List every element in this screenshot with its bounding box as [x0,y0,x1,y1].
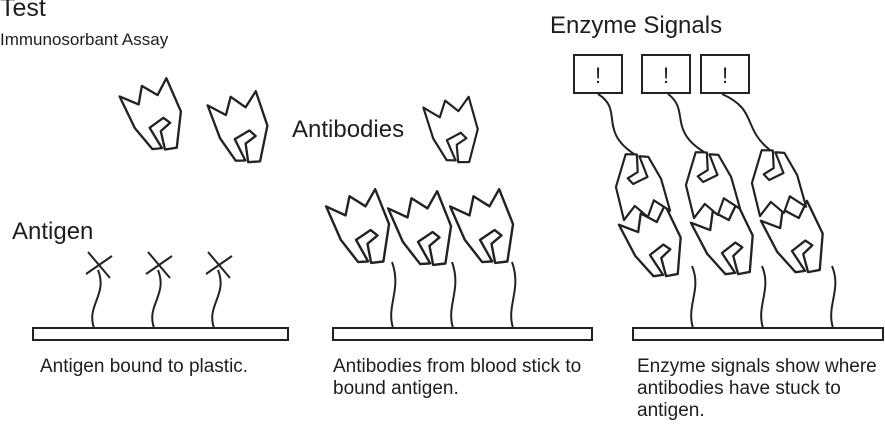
plastic-bar-2 [333,328,592,340]
enzyme-box-2-symbol: ! [663,63,669,88]
enzyme-antibody-3 [747,144,807,217]
enzyme-signals-label: Enzyme Signals [550,12,722,40]
plastic-bar-1 [33,328,288,340]
free-antibody-3 [423,95,484,169]
antigens-panel-2 [391,262,515,328]
enzyme-box-1-symbol: ! [595,63,601,88]
free-antibody-2 [207,90,276,171]
bound-antibody-2 [387,189,461,275]
enzyme-antibody-2 [681,146,741,219]
bound-antibody-3 [449,187,523,273]
enzyme-signal-boxes: ! ! ! [574,55,749,93]
enzyme-box-3-symbol: ! [722,63,728,88]
diagram-title: Test [0,0,46,23]
caption-panel-1: Antigen bound to plastic. [40,356,300,378]
plastic-bar-3 [633,328,883,340]
bound-antibody-1 [325,187,399,273]
free-antibody-1 [119,76,192,160]
enzyme-linkers [598,94,770,154]
diagram-subtitle: Immunosorbant Assay [0,30,168,50]
antigens-panel-1 [86,252,232,328]
panel3-antibody-3 [760,199,835,284]
panel3-antibody-1 [618,203,693,288]
caption-panel-3: Enzyme signals show where antibodies hav… [637,356,877,422]
panel3-antibody-2 [690,201,765,286]
antigen-label: Antigen [12,218,93,246]
antigens-panel-3 [691,266,835,328]
antibodies-label: Antibodies [292,116,404,144]
caption-panel-2: Antibodies from blood stick to bound ant… [333,356,593,400]
